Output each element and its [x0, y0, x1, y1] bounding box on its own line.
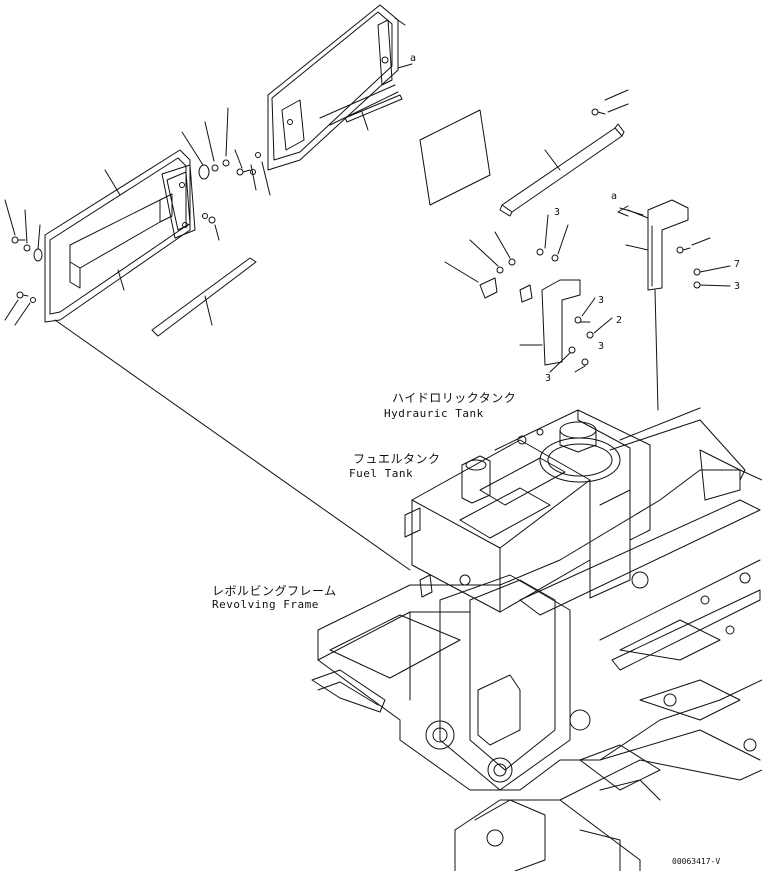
upper-cover-panel	[267, 4, 413, 171]
fuel-tank-label-en: Fuel Tank	[349, 467, 414, 480]
vertical-bracket-center	[444, 214, 613, 373]
callout-3-d: 3	[545, 373, 552, 384]
callout-3-c: 3	[598, 341, 605, 352]
hydraulic-tank-label-en: Hydrauric Tank	[384, 407, 484, 420]
leader-lines	[54, 289, 659, 571]
callout-3-b: 3	[598, 295, 605, 306]
revolving-frame	[311, 407, 762, 871]
revolving-frame-label-en: Revolving Frame	[212, 598, 319, 611]
revolving-frame-label-jp: レボルビングフレーム	[212, 584, 337, 598]
fuel-tank-label-jp: フュエルタンク	[353, 452, 441, 466]
callout-2: 2	[616, 315, 623, 326]
hydraulic-tank-label-jp: ハイドロリックタンク	[392, 391, 517, 405]
plate-part	[419, 109, 491, 206]
left-cover-panel	[44, 149, 196, 323]
center-fasteners	[181, 107, 271, 241]
callout-7: 7	[734, 259, 741, 270]
callout-3-e: 3	[734, 281, 741, 292]
left-fasteners	[4, 199, 43, 326]
callout-3-a: 3	[554, 207, 561, 218]
vertical-bracket-right	[617, 199, 731, 291]
flat-strip-part	[151, 257, 257, 337]
stay-bracket	[499, 89, 629, 217]
rod-part	[344, 94, 403, 123]
hydraulic-tank	[494, 409, 651, 599]
callout-a-bracket: a	[611, 191, 618, 202]
callout-a-top: a	[410, 53, 417, 64]
drawing-reference-number: 00063417-V	[672, 857, 721, 866]
